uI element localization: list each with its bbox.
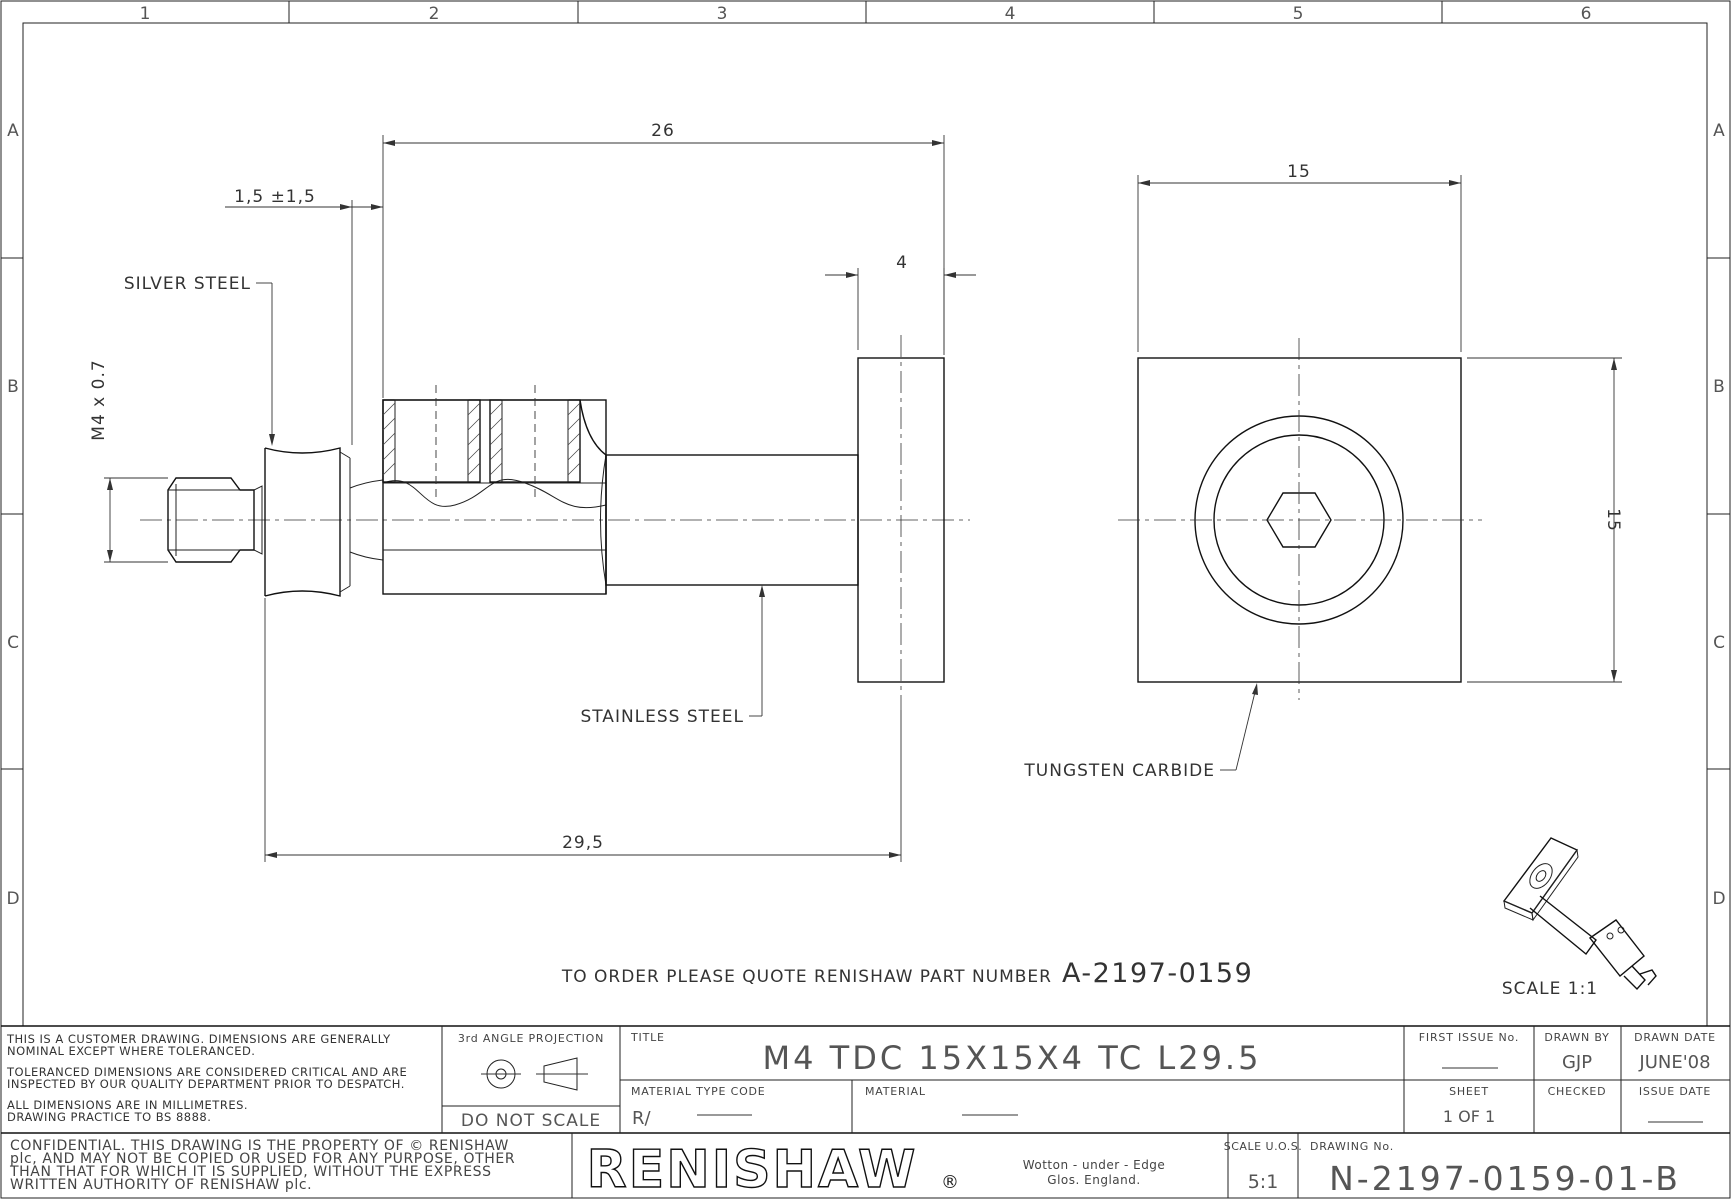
note-line-5: ALL DIMENSIONS ARE IN MILLIMETRES. [7,1098,248,1112]
projection-box: 3rd ANGLE PROJECTION DO NOT SCALE [458,1032,604,1131]
order-note-text: TO ORDER PLEASE QUOTE RENISHAW PART NUMB… [561,967,1052,987]
silver-steel-label: SILVER STEEL [124,274,251,294]
dimension-1-5: 1,5 ±1,5 [225,187,383,445]
projection-cone-icon [543,1057,578,1091]
checked-label: CHECKED [1548,1085,1607,1098]
confidential-line-4: WRITTEN AUTHORITY OF RENISHAW plc. [10,1177,312,1193]
tungsten-carbide-label: TUNGSTEN CARBIDE [1023,761,1215,781]
address-line-2: Glos. England. [1047,1173,1140,1187]
dim-m4-label: M4 x 0.7 [89,359,109,440]
side-view [140,335,970,710]
confidential-notice: CONFIDENTIAL. THIS DRAWING IS THE PROPER… [9,1138,515,1193]
callout-silver-steel: SILVER STEEL [124,274,275,446]
isometric-view: SCALE 1:1 [1502,837,1657,999]
dimension-15-height: 15 [1467,357,1623,683]
grid-row-a-left: A [7,121,19,141]
grid-col-5: 5 [1293,4,1304,24]
grid-col-1: 1 [140,4,151,24]
scale-field: SCALE U.O.S. 5:1 [1224,1140,1303,1193]
title-block-notes: THIS IS A CUSTOMER DRAWING. DIMENSIONS A… [6,1032,407,1124]
drawing-no-label: DRAWING No. [1310,1140,1394,1153]
grid-row-c-right: C [1713,633,1725,653]
confidential-line-1: CONFIDENTIAL. THIS DRAWING IS THE PROPER… [10,1138,509,1154]
issue-date-label: ISSUE DATE [1639,1085,1711,1098]
first-issue-label: FIRST ISSUE No. [1419,1031,1519,1044]
dimension-m4-thread: M4 x 0.7 [89,359,168,563]
confidential-line-3: THAN THAT FOR WHICH IT IS SUPPLIED, WITH… [9,1164,492,1180]
revision-fields: FIRST ISSUE No. DRAWN BY GJP DRAWN DATE … [1419,1031,1716,1126]
dimension-29-5: 29,5 [264,598,902,862]
address-line-1: Wotton - under - Edge [1023,1158,1166,1172]
scale-uos-label: SCALE U.O.S. [1224,1140,1303,1153]
drawn-by-label: DRAWN BY [1544,1031,1609,1044]
dimension-15-width: 15 [1137,162,1462,352]
material-type-code-label: MATERIAL TYPE CODE [631,1085,766,1098]
sheet-value: 1 OF 1 [1443,1107,1495,1126]
end-view [1118,338,1482,700]
drawing-title: M4 TDC 15X15X4 TC L29.5 [763,1039,1262,1077]
material-label: MATERIAL [865,1085,926,1098]
order-note: TO ORDER PLEASE QUOTE RENISHAW PART NUMB… [561,958,1253,989]
order-part-number: A-2197-0159 [1062,958,1253,989]
material-fields: MATERIAL TYPE CODE R/ MATERIAL [631,1085,1018,1129]
note-line-3: TOLERANCED DIMENSIONS ARE CONSIDERED CRI… [6,1065,407,1079]
grid-row-d-right: D [1712,889,1725,909]
note-line-2: NOMINAL EXCEPT WHERE TOLERANCED. [7,1044,255,1058]
grid-col-4: 4 [1005,4,1016,24]
drawn-date-value: JUNE'08 [1638,1052,1710,1073]
dim-26-label: 26 [651,121,675,141]
renishaw-logo: RENISHAW [587,1140,918,1200]
dim-29-5-label: 29,5 [562,833,604,853]
drawing-number: N-2197-0159-01-B [1329,1159,1681,1198]
dim-4-label: 4 [896,253,908,273]
title-field: TITLE M4 TDC 15X15X4 TC L29.5 [630,1031,1262,1077]
drawn-date-label: DRAWN DATE [1634,1031,1716,1044]
do-not-scale-label: DO NOT SCALE [461,1111,601,1131]
grid-col-6: 6 [1581,4,1592,24]
grid-row-labels: A B C D A B C D [6,121,1725,909]
grid-row-b-right: B [1713,377,1725,397]
grid-column-labels: 1 2 3 4 5 6 [140,4,1592,24]
callout-tungsten-carbide: TUNGSTEN CARBIDE [1023,683,1258,781]
dimension-4: 4 [825,253,976,350]
silver-steel-collar [264,447,384,597]
note-line-4: INSPECTED BY OUR QUALITY DEPARTMENT PRIO… [7,1077,405,1091]
confidential-line-2: plc, AND MAY NOT BE COPIED OR USED FOR A… [10,1151,515,1167]
scale-value: 5:1 [1248,1171,1279,1193]
grid-col-3: 3 [717,4,728,24]
projection-label: 3rd ANGLE PROJECTION [458,1032,604,1045]
grid-col-2: 2 [429,4,440,24]
iso-scale-label: SCALE 1:1 [1502,979,1598,999]
carbide-flange-side [857,357,945,683]
note-line-6: DRAWING PRACTICE TO BS 8888. [7,1110,211,1124]
drawing-number-field: DRAWING No. N-2197-0159-01-B [1310,1140,1681,1198]
title-block [1,1025,1730,1198]
grid-row-d-left: D [6,889,19,909]
registered-mark: ® [941,1172,959,1193]
grid-row-a-right: A [1713,121,1725,141]
m4-thread-stud [167,477,263,563]
dimension-26: 26 [382,121,945,398]
drawn-by-value: GJP [1562,1052,1592,1073]
stainless-steel-label: STAINLESS STEEL [580,707,744,727]
title-label: TITLE [630,1031,665,1044]
dim-15-width-label: 15 [1287,162,1311,182]
grid-row-c-left: C [7,633,19,653]
callout-stainless-steel: STAINLESS STEEL [580,585,765,727]
grid-row-b-left: B [7,377,19,397]
material-type-code-value: R/ [632,1108,652,1129]
note-line-1: THIS IS A CUSTOMER DRAWING. DIMENSIONS A… [6,1032,391,1046]
dim-15-height-label: 15 [1603,508,1623,532]
dim-1-5-label: 1,5 ±1,5 [234,187,316,207]
sheet-label: SHEET [1449,1085,1489,1098]
company-logo: RENISHAW ® Wotton - under - Edge Glos. E… [586,1139,1166,1200]
